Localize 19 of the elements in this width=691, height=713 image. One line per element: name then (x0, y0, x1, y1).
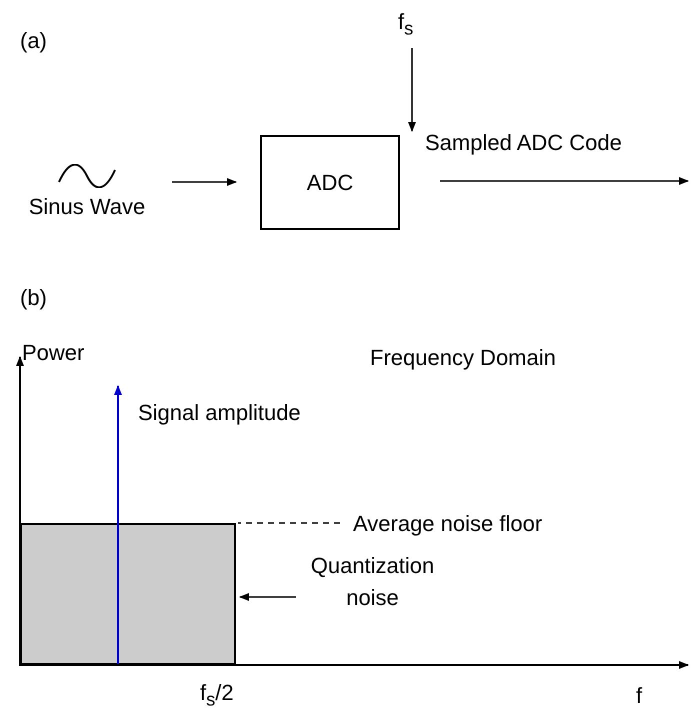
panel-label: (b) (20, 285, 47, 311)
panel-label: (a) (20, 28, 47, 54)
chart-title: Frequency Domain (370, 345, 556, 371)
text-label: Quantization noise (310, 552, 436, 612)
text-label: Signal amplitude (138, 400, 301, 426)
text-label: f$_{s}$ (398, 8, 414, 40)
edge-label: Sampled ADC Code (425, 130, 622, 156)
node-label: Sinus Wave (28, 194, 146, 220)
arrow (408, 48, 416, 132)
arrow (440, 177, 689, 185)
arrow (239, 593, 296, 601)
leader-line (238, 522, 340, 524)
noise-region (20, 523, 236, 665)
tick-label: f$_{s}$/2 (200, 680, 234, 710)
text-label: Average noise floor (353, 510, 544, 538)
arrow (172, 178, 237, 186)
axis-title: f (636, 683, 642, 709)
axis-title: Power (22, 340, 84, 366)
process-box: ADC (260, 135, 400, 230)
